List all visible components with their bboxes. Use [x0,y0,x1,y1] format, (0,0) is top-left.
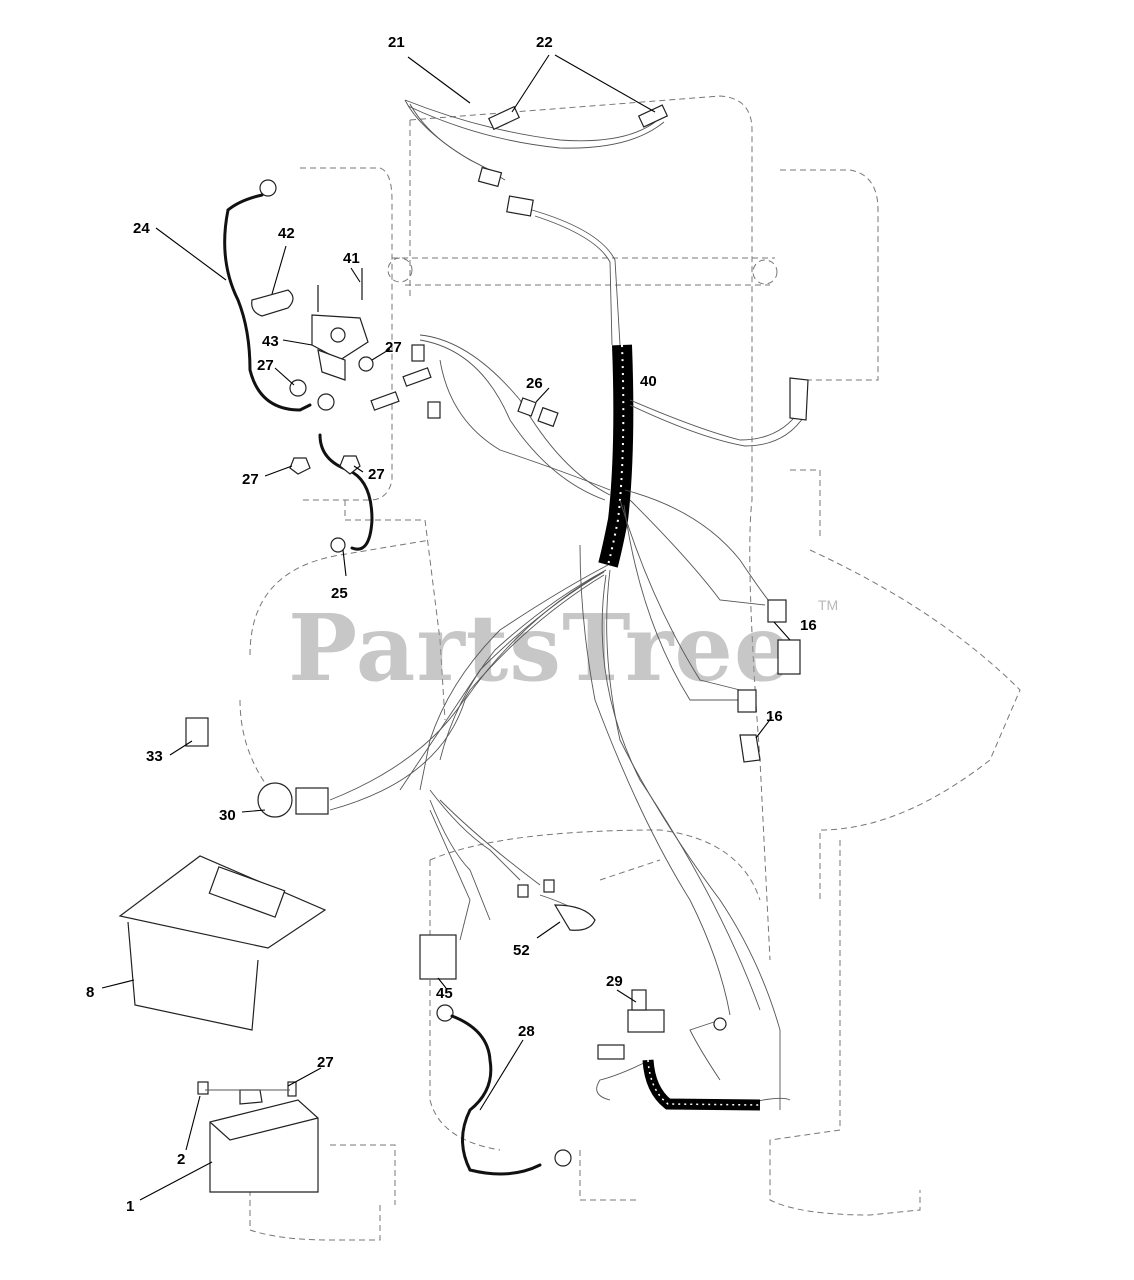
part-label-43: 43 [262,333,279,350]
part-label-16-b: 16 [766,708,783,725]
watermark: PartsTree TM [288,594,838,702]
part-label-22: 22 [536,34,553,51]
corrugated-loom [598,344,634,568]
part-label-24: 24 [133,220,150,237]
part-label-27-d: 27 [368,466,385,483]
part-label-41: 41 [343,250,360,267]
leader-lines [101,54,791,1201]
part-label-27-e: 27 [317,1054,334,1071]
part-label-30: 30 [219,807,236,824]
part-label-27-c: 27 [242,471,259,488]
part-label-27-b: 27 [385,339,402,356]
part-labels: 21 22 24 42 41 43 27 27 27 27 40 26 25 1… [86,34,817,1215]
upper-harness [404,99,669,346]
part-label-33: 33 [146,748,163,765]
watermark-trademark: TM [818,597,838,613]
watermark-brand: PartsTree [288,594,793,702]
part-label-28: 28 [518,1023,535,1040]
part-label-26: 26 [526,375,543,392]
part-label-1: 1 [126,1198,134,1215]
part-label-40: 40 [640,373,657,390]
solenoid-assembly [251,268,441,475]
part-label-52: 52 [513,942,530,959]
chassis-outline [239,95,1021,1241]
main-harness [329,334,806,1110]
part-label-29: 29 [606,973,623,990]
part-label-27-a: 27 [257,357,274,374]
part-label-2: 2 [177,1151,185,1168]
part-label-21: 21 [388,34,405,51]
part-label-8: 8 [86,984,94,1001]
part-label-42: 42 [278,225,295,242]
components [118,377,809,1193]
part-label-25: 25 [331,585,348,602]
cables [223,179,572,1176]
part-label-16-a: 16 [800,617,817,634]
part-label-45: 45 [436,985,453,1002]
